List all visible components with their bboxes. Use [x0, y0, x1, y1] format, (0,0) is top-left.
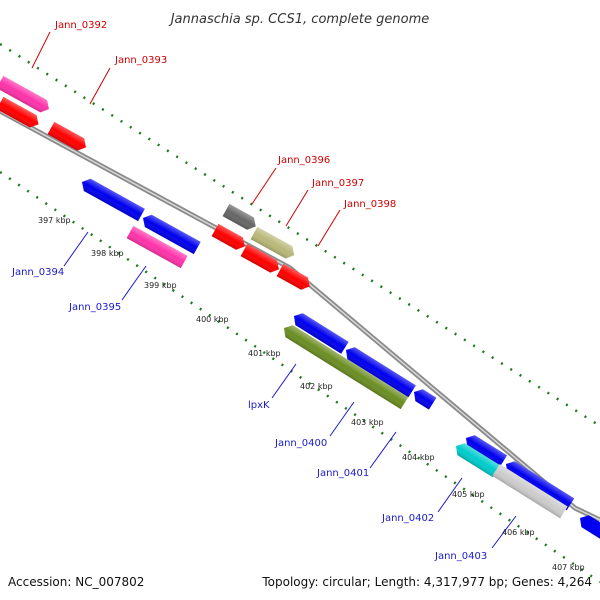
- tick-label: 399 kbp: [144, 281, 177, 290]
- gene-lpxk[interactable]: [290, 310, 349, 354]
- gene-jann-0397[interactable]: [250, 226, 298, 262]
- label-lpxk[interactable]: lpxK: [248, 400, 270, 411]
- tick-label: 403 kbp: [351, 418, 384, 427]
- gene-jann-0393a[interactable]: [0, 96, 42, 131]
- tick-label: 401 kbp: [248, 349, 281, 358]
- tick-label: 407 kbp: [552, 563, 585, 572]
- gene-jann-0401a[interactable]: [342, 344, 416, 398]
- gene-jann-0398b[interactable]: [240, 243, 283, 276]
- tick-label: 405 kbp: [452, 490, 485, 499]
- gene-jann-0398a[interactable]: [211, 223, 249, 253]
- topology-text: Topology: circular; Length: 4,317,977 bp…: [261, 575, 592, 589]
- gene-jann-0394[interactable]: [79, 176, 145, 222]
- tick-label: 398 kbp: [91, 249, 124, 258]
- gene-edge[interactable]: [576, 512, 600, 546]
- label-jann-0403[interactable]: Jann_0403: [434, 551, 487, 562]
- label-jann-0394[interactable]: Jann_0394: [11, 267, 64, 278]
- gene-jann-0398[interactable]: [276, 263, 314, 293]
- gene-jann-0403[interactable]: [492, 464, 568, 519]
- gene-jann-0401[interactable]: [410, 386, 437, 410]
- gene-jann-0393[interactable]: [47, 121, 90, 154]
- gene-jann-0402a[interactable]: [462, 432, 508, 468]
- label-jann-0402[interactable]: Jann_0402: [381, 513, 434, 524]
- label-jann-0395[interactable]: Jann_0395: [68, 302, 121, 313]
- tick-label: 400 kbp: [196, 315, 229, 324]
- tick-label: 404 kbp: [402, 453, 435, 462]
- label-jann-0398[interactable]: Jann_0398: [343, 199, 396, 210]
- label-jann-0400[interactable]: Jann_0400: [274, 438, 327, 449]
- outer-tick-ring: [0, 42, 600, 428]
- map-title: Jannaschia sp. CCS1, complete genome: [168, 12, 430, 27]
- gene-jann-0396[interactable]: [222, 203, 260, 233]
- tick-label: 402 kbp: [300, 382, 333, 391]
- label-jann-0392[interactable]: Jann_0392: [54, 20, 107, 31]
- tick-label: 397 kbp: [38, 216, 71, 225]
- gene-jann-0392[interactable]: [0, 75, 52, 115]
- gene-jann-0400[interactable]: [280, 322, 409, 410]
- label-jann-0396[interactable]: Jann_0396: [277, 155, 330, 166]
- leader-lines: [31, 31, 517, 549]
- inner-tick-ring: [0, 170, 600, 584]
- label-jann-0397[interactable]: Jann_0397: [311, 178, 364, 189]
- gene-jann-0402[interactable]: [452, 440, 501, 478]
- label-jann-0393[interactable]: Jann_0393: [114, 55, 167, 66]
- gene-jann-0395[interactable]: [126, 225, 188, 269]
- gene-jann-0403a[interactable]: [502, 458, 575, 511]
- accession-text: Accession: NC_007802: [8, 575, 144, 589]
- label-jann-0401[interactable]: Jann_0401: [316, 468, 369, 479]
- tick-label: 406 kbp: [502, 528, 535, 537]
- gene-jann-0394b[interactable]: [140, 212, 201, 255]
